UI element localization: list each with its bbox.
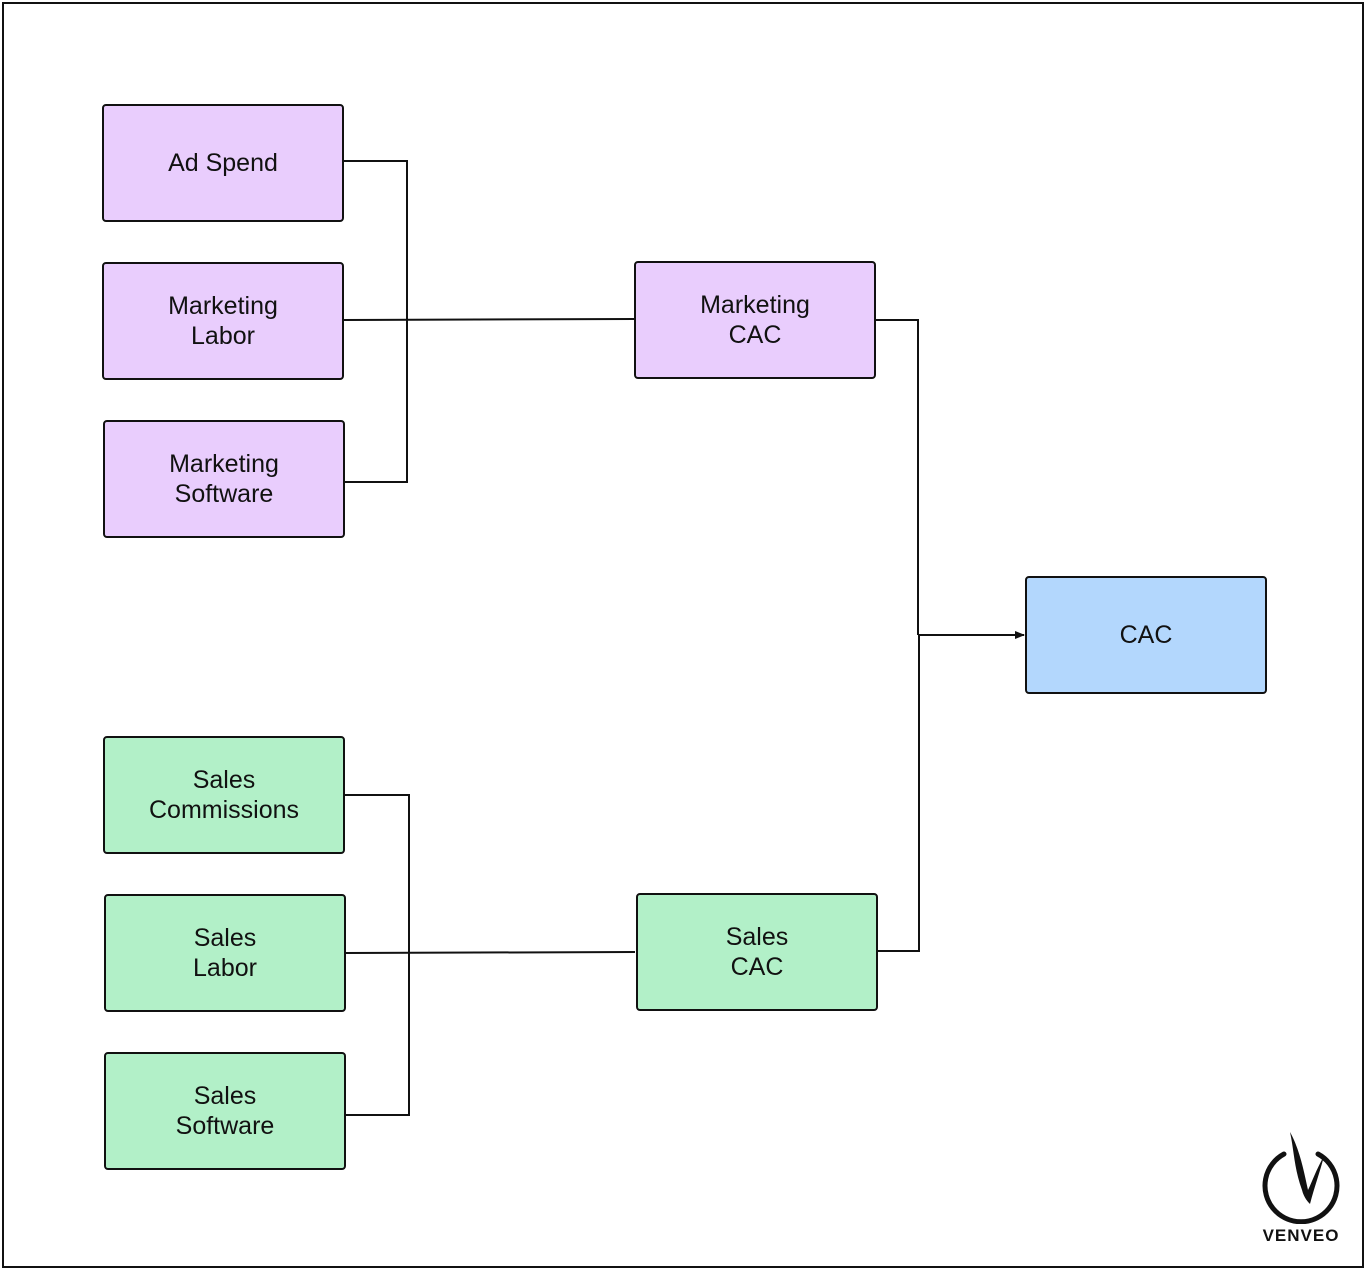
connector-sales-cac (877, 635, 920, 952)
venveo-logo-text: VENVEO (1262, 1226, 1340, 1245)
connector-ad-spend (344, 160, 408, 319)
node-ad-spend: Ad Spend (102, 104, 344, 222)
node-sales-cac: Sales CAC (636, 893, 878, 1011)
venveo-logo: VENVEO (1254, 1128, 1348, 1248)
connector-marketing-labor (343, 318, 635, 321)
node-marketing-software: Marketing Software (103, 420, 345, 538)
connector-marketing-cac (876, 319, 919, 635)
connector-sales-labor (344, 951, 636, 954)
connector-sales-commissions (345, 794, 410, 952)
node-sales-software: Sales Software (104, 1052, 346, 1170)
node-marketing-cac: Marketing CAC (634, 261, 876, 379)
node-sales-commissions: Sales Commissions (103, 736, 345, 854)
node-sales-labor: Sales Labor (104, 894, 346, 1012)
venveo-logo-icon (1262, 1132, 1340, 1225)
connector-marketing-software (345, 319, 408, 483)
connector-sales-software (346, 952, 410, 1116)
node-cac: CAC (1025, 576, 1267, 694)
node-marketing-labor: Marketing Labor (102, 262, 344, 380)
